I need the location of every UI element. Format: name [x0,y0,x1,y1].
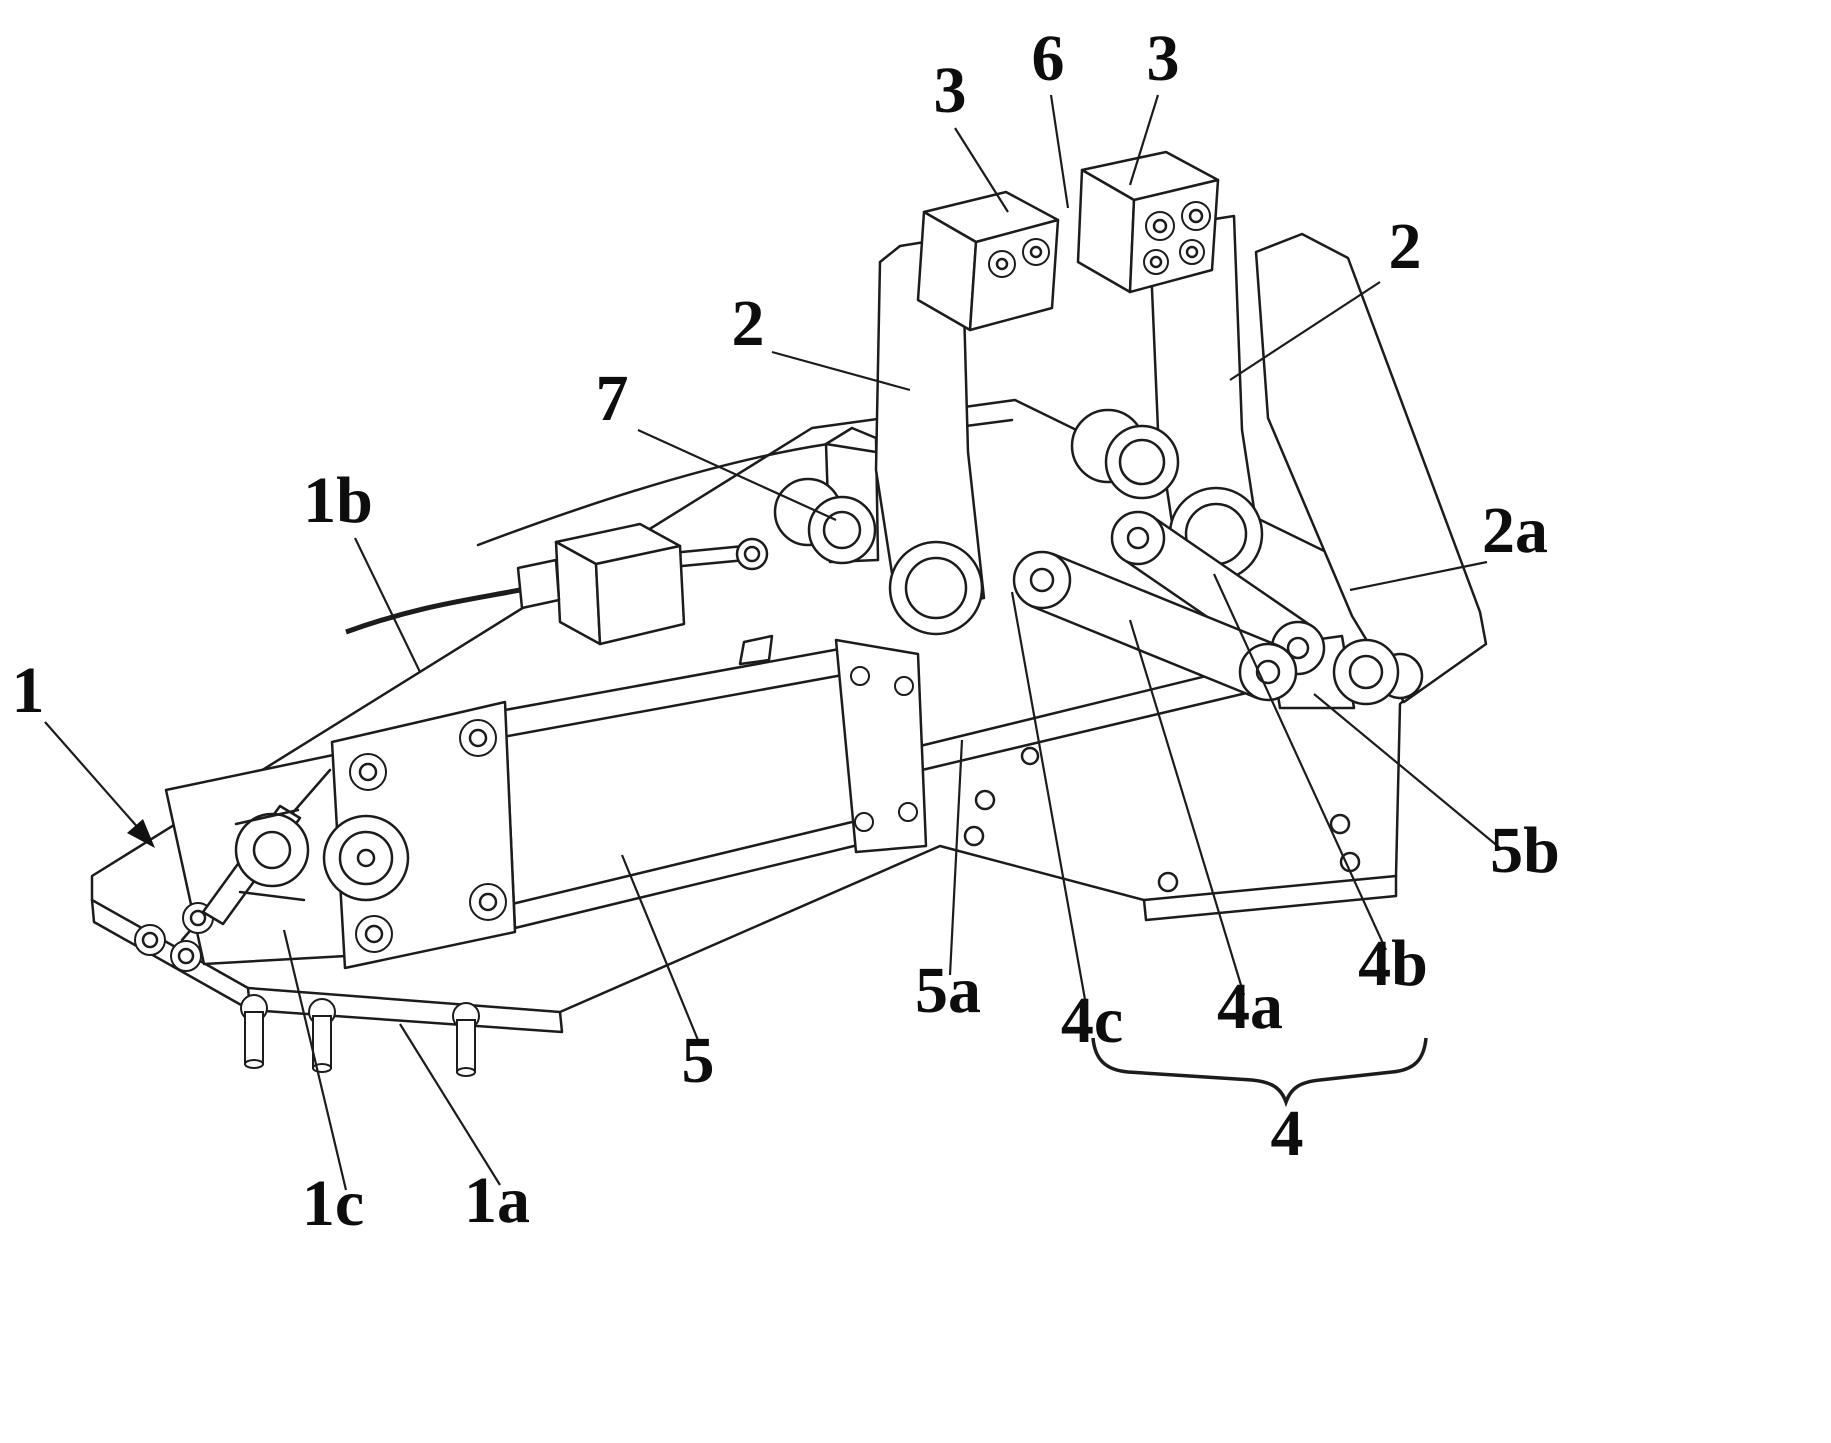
left-cam-roller [773,477,877,565]
leader-4c [1010,591,1088,1006]
ref-3-upper-left: 3 [934,54,967,127]
leader-2a [1349,560,1488,592]
leader-6 [1049,94,1070,209]
right-cam-roller [1070,408,1180,500]
switch-roller [735,537,769,571]
leader-1-arrow-shaft [44,721,141,831]
plate-hole [963,825,985,847]
rod-boss [322,814,410,902]
flange-bolt [349,753,387,791]
flange-bolt [469,883,507,921]
ref-7: 7 [596,362,629,435]
cylinder-front-flange [322,700,517,970]
leader-4b [1212,573,1388,951]
leader-5 [620,854,702,1046]
leader-5b [1313,693,1501,849]
block-bolt [1143,249,1169,275]
plate-hole [1157,871,1179,893]
leader-2-right [1229,281,1381,381]
switch-cable [345,587,521,635]
block-bolt [1022,238,1050,266]
ref-2-right: 2 [1389,210,1422,283]
ref-5: 5 [682,1024,715,1097]
plate-bolt [134,924,166,956]
switch-connector [516,558,561,610]
plate-hole [1020,746,1040,766]
block-bolt [1145,211,1175,241]
ref-1c: 1c [302,1167,364,1240]
leader-4a [1128,619,1246,996]
cap-bolt [894,676,914,696]
plate-hole [1329,813,1351,835]
leader-lines [44,94,1501,1191]
ref-5a: 5a [915,954,981,1027]
cap-bolt [898,802,918,822]
block-bolt [1181,201,1211,231]
leader-2-left [771,350,911,392]
right-support-bracket [1254,232,1488,704]
right-clamp-block [1076,150,1220,294]
leader-1-arrowhead [127,819,155,848]
mounting-studs [240,994,480,1077]
left-clamp-block [916,190,1060,332]
ref-2-left: 2 [732,287,765,360]
leader-3-left [954,127,1009,213]
link-bar-front [1012,550,1298,702]
pneumatic-cylinder [503,634,928,930]
leader-1b [354,537,421,673]
cylinder-port [738,634,774,666]
ref-4c: 4c [1061,984,1123,1057]
ref-3-upper-right: 3 [1147,22,1180,95]
brace-4 [1091,1037,1428,1108]
leader-1c [282,929,348,1191]
flange-bolt [459,719,497,757]
flange-bolt [355,915,393,953]
leader-5a [948,739,964,976]
ref-4b: 4b [1358,927,1428,1000]
left-arm-pivot-boss [888,540,984,636]
left-swing-arm [874,234,986,636]
ref-5b: 5b [1490,814,1560,887]
ref-6: 6 [1032,22,1065,95]
clevis-ball [1332,638,1400,706]
block-bolt [1179,239,1205,265]
cap-bolt [850,666,870,686]
plate-bolt [170,940,202,972]
ref-1a: 1a [464,1164,530,1237]
ref-1b: 1b [303,464,373,537]
ref-4: 4 [1271,1097,1304,1170]
front-clevis-pin [201,804,310,926]
cap-bolt [854,812,874,832]
plate-hole [974,789,996,811]
leader-3-right [1128,94,1160,186]
ref-2a: 2a [1482,494,1548,567]
ref-1: 1 [12,654,45,727]
leader-7 [637,428,837,522]
limit-switch [345,522,769,646]
block-bolt [988,250,1016,278]
leader-1a [399,1023,501,1186]
ref-4a: 4a [1217,970,1283,1043]
reference-labels: 3 6 3 2 2 7 1b 2a 1 5b 4b 5a 4c 4a 5 1c … [12,22,1560,1240]
